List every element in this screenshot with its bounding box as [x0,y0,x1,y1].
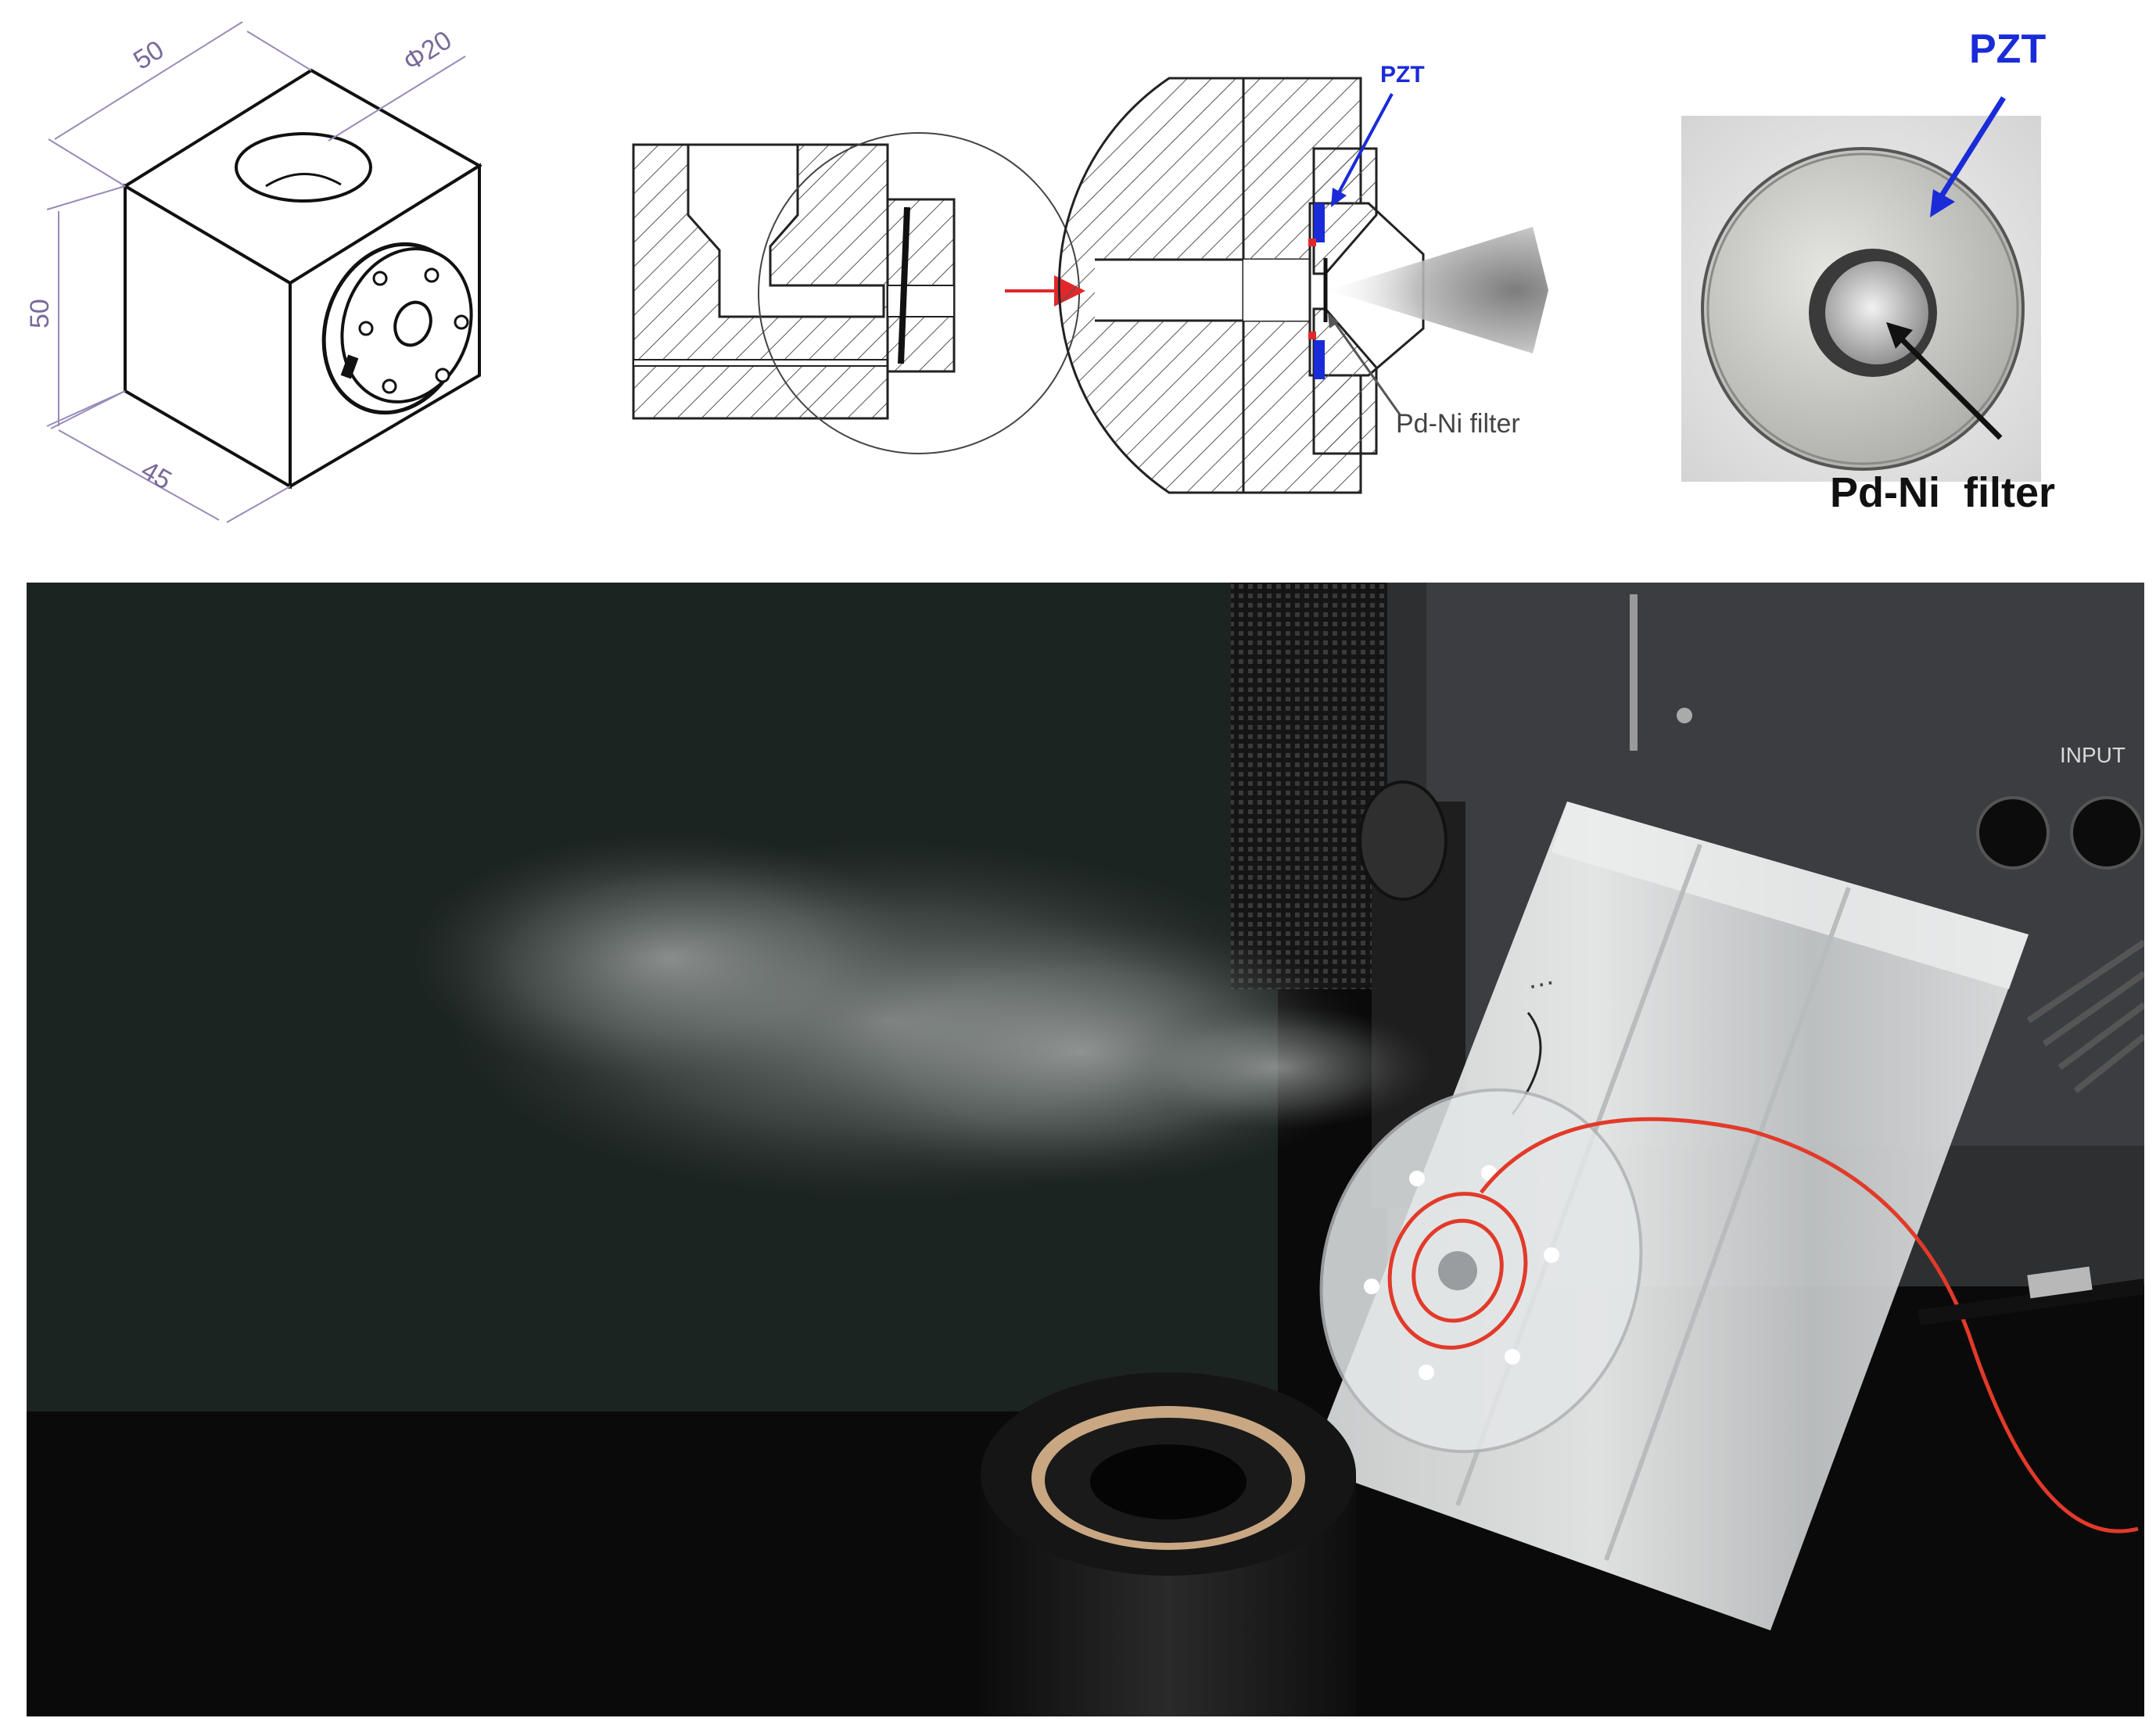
filter-photo-svg: PZT Pd-Ni filter [1681,27,2055,516]
instrument-grille [1231,583,1387,989]
block-section [632,132,1080,454]
section-drawing-svg: PZT Pd-Ni filter [632,62,1548,494]
isometric-block-svg: 50 Φ20 50 45 [25,21,482,523]
spray-cone [1328,227,1548,353]
dimension-lines [46,21,466,523]
isometric-drawing-panel: 50 Φ20 50 45 [0,0,516,547]
dim-height: 50 [25,299,55,328]
instrument-knob-right [2070,796,2143,870]
svg-text:…: … [1523,958,1557,995]
section-drawing-panel: PZT Pd-Ni filter [610,47,1580,508]
dim-width: 45 [136,455,177,496]
instrument-knob-left [1976,796,2050,870]
enlarged-section [1057,77,1548,494]
nozzle-flange [321,242,473,415]
apparatus-photo-panel: INPUT … [27,583,2144,1716]
humidifier-base [981,1372,1356,1716]
photo-filter-label: Pd-Ni filter [1830,469,2055,516]
filter-photo-panel: PZT Pd-Ni filter [1681,0,2156,547]
red-wire [1480,1117,2139,1533]
dim-diameter: Φ20 [398,25,457,77]
section-pzt-label: PZT [1380,62,1425,88]
photo-pzt-label: PZT [1969,27,2046,72]
top-hole [235,132,372,203]
instrument-input-label: INPUT [2060,743,2126,767]
dim-depth: 50 [128,35,169,76]
section-filter-label: Pd-Ni filter [1396,409,1520,439]
nozzle-disk [1319,1088,1643,1454]
apparatus-photo-svg: INPUT … [27,583,2144,1716]
instrument-vents [2026,939,2144,1094]
